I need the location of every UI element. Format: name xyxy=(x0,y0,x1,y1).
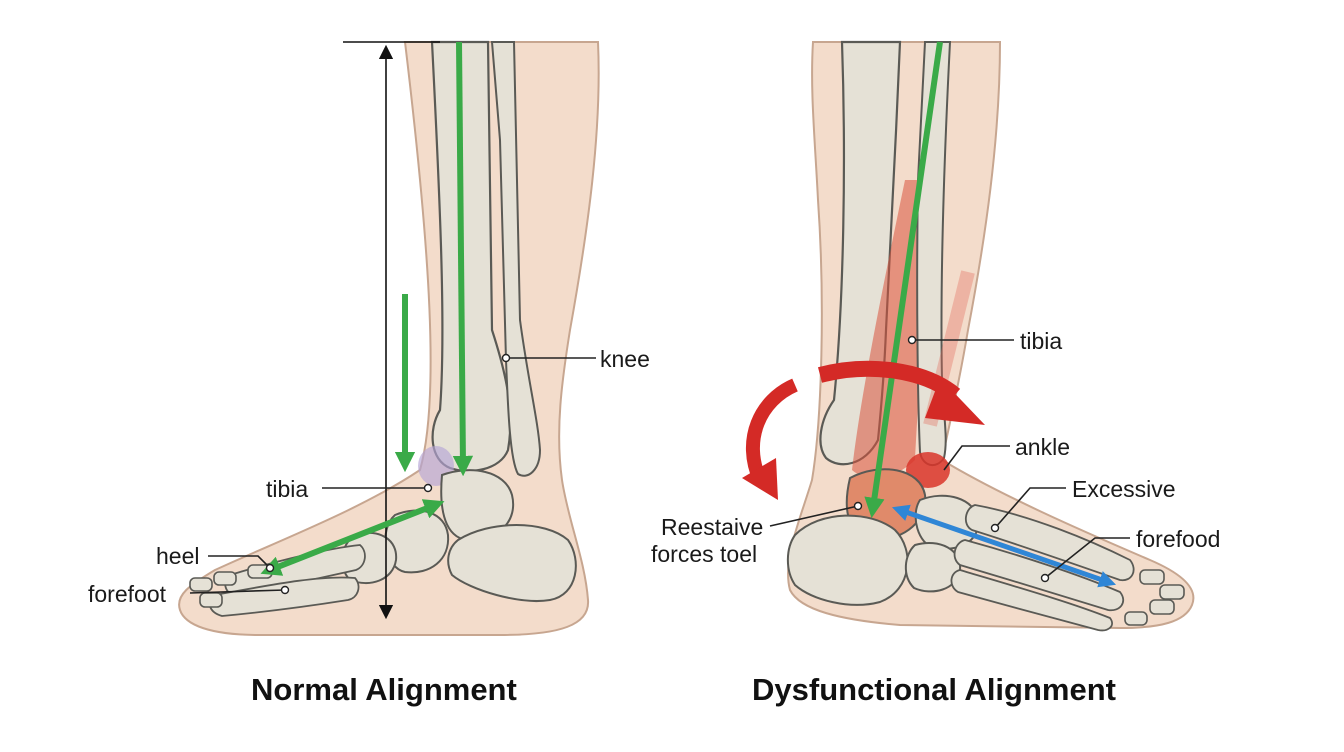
dysfunctional-rotation-arrow-left xyxy=(745,378,799,483)
normal-toe xyxy=(189,577,213,592)
dysfunctional-tibia-force-arrow xyxy=(864,41,943,519)
label-knee: knee xyxy=(600,346,650,372)
label-heel: heel xyxy=(156,543,200,569)
normal-calcaneus-bone xyxy=(447,524,577,602)
heel-leader xyxy=(208,555,271,569)
normal-metatarsal-2 xyxy=(208,576,360,617)
dysfunctional-toe xyxy=(1139,569,1165,585)
restrictive-leader xyxy=(769,505,859,527)
dysfunctional-inflamed-tibia xyxy=(852,180,935,478)
dys-forefoot-leader xyxy=(1044,537,1130,579)
dysfunctional-toe xyxy=(1159,584,1185,600)
dysfunctional-calcaneus-bone xyxy=(786,514,909,606)
dysfunctional-rotation-arrowhead-top xyxy=(925,378,985,425)
label-restrictive-1: Reestaive xyxy=(661,514,764,540)
normal-foot xyxy=(178,40,600,636)
label-forefoot: forefoot xyxy=(88,581,166,607)
normal-tibia-force-arrow xyxy=(452,41,474,477)
dysfunctional-foot xyxy=(742,40,1195,632)
forefoot-leader xyxy=(189,589,286,594)
ankle-leader xyxy=(943,445,1010,471)
label-tibia: tibia xyxy=(266,476,309,502)
excessive-leader xyxy=(994,487,1066,529)
label-excessive: Excessive xyxy=(1072,476,1176,502)
normal-toe xyxy=(199,592,223,608)
dysfunctional-rotation-arrowhead-left xyxy=(742,458,778,500)
dysfunctional-toe xyxy=(1124,611,1148,626)
dysfunctional-toe xyxy=(1149,599,1175,615)
label-restrictive-2: forces toel xyxy=(651,541,758,567)
normal-toe xyxy=(213,571,237,586)
label-dys-forefoot: forefood xyxy=(1136,526,1221,552)
label-ankle: ankle xyxy=(1015,434,1070,460)
normal-arch-arrow xyxy=(260,499,445,576)
dysfunctional-forefoot-arrow xyxy=(891,504,1117,588)
title-dysfunctional: Dysfunctional Alignment xyxy=(752,672,1116,707)
title-normal: Normal Alignment xyxy=(251,672,517,707)
label-dys-tibia: tibia xyxy=(1020,328,1063,354)
normal-fibula-bone xyxy=(490,41,542,477)
